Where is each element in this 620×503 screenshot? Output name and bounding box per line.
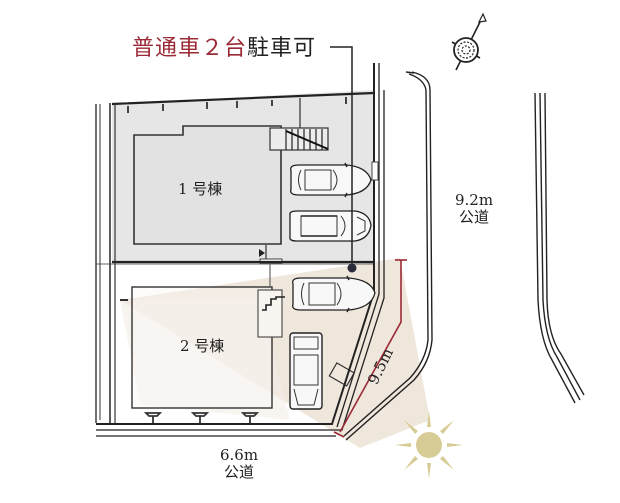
building-2-label: 2 号棟 bbox=[180, 337, 225, 355]
parking-capacity-rest: 駐車可 bbox=[247, 36, 317, 61]
frontage-dimension bbox=[333, 259, 407, 438]
east-road-curbs bbox=[343, 71, 585, 441]
car-4 bbox=[289, 332, 323, 410]
south-road-type: 公道 bbox=[224, 463, 255, 482]
title-leader bbox=[330, 46, 357, 273]
east-road-label: 9.2m 公道 bbox=[455, 191, 494, 227]
leader-dot-icon bbox=[347, 263, 357, 273]
west-boundary bbox=[95, 103, 128, 425]
site-boundary-east bbox=[96, 63, 385, 437]
south-road-width: 6.6m bbox=[220, 446, 259, 464]
south-road-label: 6.6m 公道 bbox=[220, 446, 259, 482]
sun-icon bbox=[395, 411, 463, 479]
car-2 bbox=[289, 210, 372, 242]
car-1 bbox=[290, 162, 372, 198]
lot-2 bbox=[131, 264, 355, 425]
north-arrow-icon bbox=[451, 12, 487, 71]
building-1-label: 1 号棟 bbox=[178, 180, 223, 198]
east-road-type: 公道 bbox=[459, 208, 490, 227]
east-road-width: 9.2m bbox=[455, 191, 494, 209]
parking-capacity-title: 普通車２台駐車可 bbox=[132, 30, 316, 62]
car-3 bbox=[292, 275, 376, 313]
parking-capacity-highlight: 普通車２台 bbox=[132, 36, 248, 61]
